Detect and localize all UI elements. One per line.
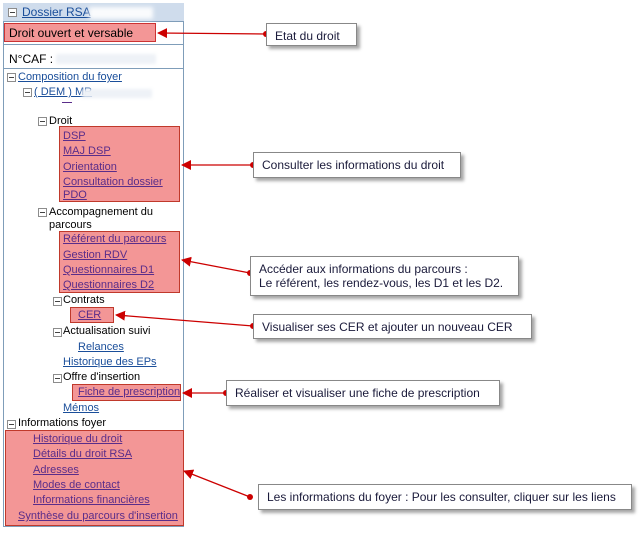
questionnaires-d2-link[interactable]: Questionnaires D2 <box>63 279 155 291</box>
callout-fiche-prescription: Réaliser et visualiser une fiche de pres… <box>226 380 500 406</box>
callout-consulter-droit: Consulter les informations du droit <box>253 152 461 178</box>
pdo-link[interactable]: PDO <box>63 189 87 201</box>
cer-link[interactable]: CER <box>78 309 102 321</box>
modes-contact-link[interactable]: Modes de contact <box>33 479 120 491</box>
historique-eps-link[interactable]: Historique des EPs <box>63 356 157 368</box>
accompagnement-label: Accompagnement du <box>49 206 153 218</box>
collapse-icon[interactable] <box>7 420 16 429</box>
fiche-prescription-link[interactable]: Fiche de prescription <box>78 386 181 398</box>
divider <box>3 68 184 69</box>
gestion-rdv-link[interactable]: Gestion RDV <box>63 249 128 261</box>
composition-foyer-link[interactable]: Composition du foyer <box>18 71 122 83</box>
collapse-icon[interactable] <box>7 73 16 82</box>
callout-parcours: Accéder aux informations du parcours : L… <box>250 256 519 296</box>
droit-label: Droit <box>49 115 73 127</box>
arrow-parcours <box>181 256 251 274</box>
adresses-link[interactable]: Adresses <box>33 464 79 476</box>
arrow-cer <box>115 310 254 327</box>
contrats-label: Contrats <box>63 294 105 306</box>
dossier-header[interactable]: Dossier RSA <box>3 3 184 22</box>
callout-informations-foyer: Les informations du foyer : Pour les con… <box>258 484 632 510</box>
actualisation-label: Actualisation suivi <box>63 325 151 337</box>
divider <box>3 44 184 45</box>
collapse-icon[interactable] <box>38 208 47 217</box>
orientation-link[interactable]: Orientation <box>63 161 117 173</box>
questionnaires-d1-link[interactable]: Questionnaires D1 <box>63 264 155 276</box>
parcours-highlight <box>59 231 180 293</box>
collapse-icon[interactable] <box>38 117 47 126</box>
redacted-dossier-number <box>89 7 153 19</box>
caf-number-label: N°CAF : <box>9 52 54 66</box>
offre-insertion-label: Offre d'insertion <box>63 371 141 383</box>
collapse-icon[interactable] <box>53 374 62 383</box>
relances-link[interactable]: Relances <box>78 341 124 353</box>
arrow-foyer <box>183 469 251 498</box>
arrow-etat <box>157 28 267 39</box>
consultation-dossier-link[interactable]: Consultation dossier <box>63 176 163 188</box>
callout-parcours-line1: Accéder aux informations du parcours : <box>259 262 468 276</box>
redacted-caf-number <box>56 54 156 64</box>
details-droit-rsa-link[interactable]: Détails du droit RSA <box>33 448 133 460</box>
collapse-icon[interactable] <box>8 8 17 17</box>
collapse-icon[interactable] <box>53 328 62 337</box>
underline-stub <box>62 102 72 103</box>
collapse-icon[interactable] <box>23 88 32 97</box>
callout-cer: Visualiser ses CER et ajouter un nouveau… <box>253 314 532 339</box>
fiche-highlight <box>72 384 181 401</box>
demandeur-link[interactable]: ( DEM ) MR <box>34 86 93 98</box>
callout-etat-du-droit: Etat du droit <box>266 23 357 46</box>
historique-droit-link[interactable]: Historique du droit <box>33 433 123 445</box>
maj-dsp-link[interactable]: MAJ DSP <box>63 145 111 157</box>
dsp-link[interactable]: DSP <box>63 130 86 142</box>
accompagnement-label-cont: parcours <box>49 219 92 231</box>
informations-foyer-label: Informations foyer <box>18 417 107 429</box>
droit-highlight <box>59 126 180 202</box>
dossier-title-link[interactable]: Dossier RSA <box>22 5 91 19</box>
informations-financieres-link[interactable]: Informations financières <box>33 494 150 506</box>
redacted-name <box>82 89 152 98</box>
referent-parcours-link[interactable]: Référent du parcours <box>63 233 167 245</box>
collapse-icon[interactable] <box>53 297 62 306</box>
cer-highlight <box>70 307 114 323</box>
etat-du-droit-badge: Droit ouvert et versable <box>4 23 156 42</box>
callout-parcours-line2: Le référent, les rendez-vous, les D1 et … <box>259 276 504 290</box>
synthese-parcours-link[interactable]: Synthèse du parcours d'insertion <box>18 510 178 522</box>
foyer-highlight <box>5 430 184 526</box>
memos-link[interactable]: Mémos <box>63 402 100 414</box>
